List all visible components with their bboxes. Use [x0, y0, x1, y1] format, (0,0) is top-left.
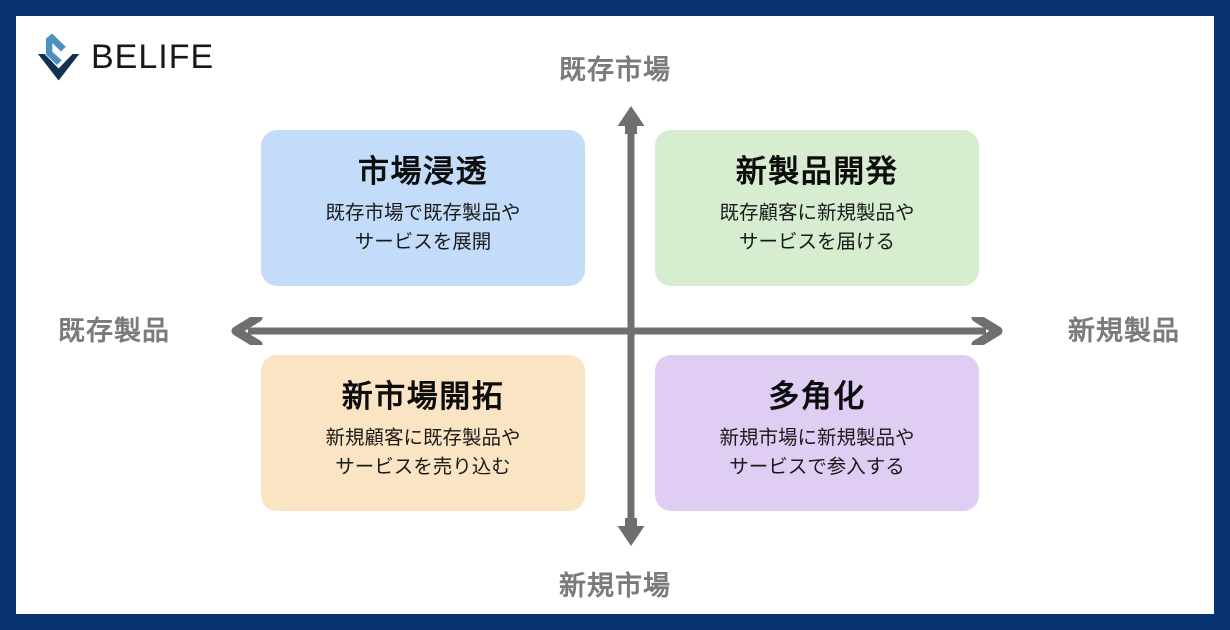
brand-logo: BELIFE [36, 32, 214, 82]
axis-label-new-product: 新規製品 [1068, 316, 1180, 346]
quadrant-description-line2: サービスを届ける [738, 232, 895, 254]
double-chevron-logo-icon [36, 32, 82, 82]
brand-name: BELIFE [91, 38, 215, 76]
market-axis-arrow [617, 106, 645, 546]
axis-label-existing-market: 既存市場 [559, 55, 671, 85]
quadrant-description-line1: 既存顧客に新規製品や [719, 202, 915, 224]
quadrant-description-line2: サービスを展開 [354, 232, 492, 254]
quadrant-description-line2: サービスを売り込む [335, 457, 511, 479]
quadrant-title: 市場浸透 [358, 154, 488, 190]
quadrant-new-product-development[interactable]: 新製品開発 既存顧客に新規製品や サービスを届ける [655, 130, 979, 286]
quadrant-description-line1: 既存市場で既存製品や [325, 202, 521, 224]
axis-label-existing-product: 既存製品 [58, 316, 170, 346]
quadrant-title: 新製品開発 [735, 154, 899, 190]
quadrant-title: 多角化 [768, 379, 866, 415]
quadrant-market-penetration[interactable]: 市場浸透 既存市場で既存製品や サービスを展開 [261, 130, 585, 286]
quadrant-description-line1: 新規市場に新規製品や [719, 427, 915, 449]
quadrant-diversification[interactable]: 多角化 新規市場に新規製品や サービスで参入する [655, 355, 979, 511]
quadrant-title: 新市場開拓 [341, 379, 505, 415]
axis-label-new-market: 新規市場 [559, 571, 671, 601]
quadrant-description-line1: 新規顧客に既存製品や [325, 427, 521, 449]
quadrant-new-market-development[interactable]: 新市場開拓 新規顧客に既存製品や サービスを売り込む [261, 355, 585, 511]
quadrant-description-line2: サービスで参入する [729, 457, 905, 479]
product-axis-arrow [231, 317, 1003, 345]
slide-canvas: BELIFE 既存市場 新規市場 既存製品 新規製品 市場浸透 既存市場で既存製… [16, 16, 1214, 614]
